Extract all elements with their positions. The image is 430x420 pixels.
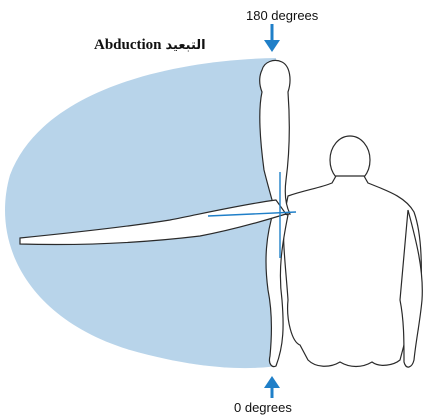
top-angle-label: 180 degrees (246, 8, 318, 23)
abduction-title: Abduction التبعيد (94, 37, 206, 54)
abduction-title-ar: التبعيد (166, 38, 206, 53)
abduction-title-en: Abduction (94, 37, 162, 54)
torso (283, 176, 421, 367)
bottom-angle-label: 0 degrees (234, 400, 292, 415)
bottom-arrow-icon (264, 376, 280, 398)
top-arrow-icon (264, 24, 280, 52)
